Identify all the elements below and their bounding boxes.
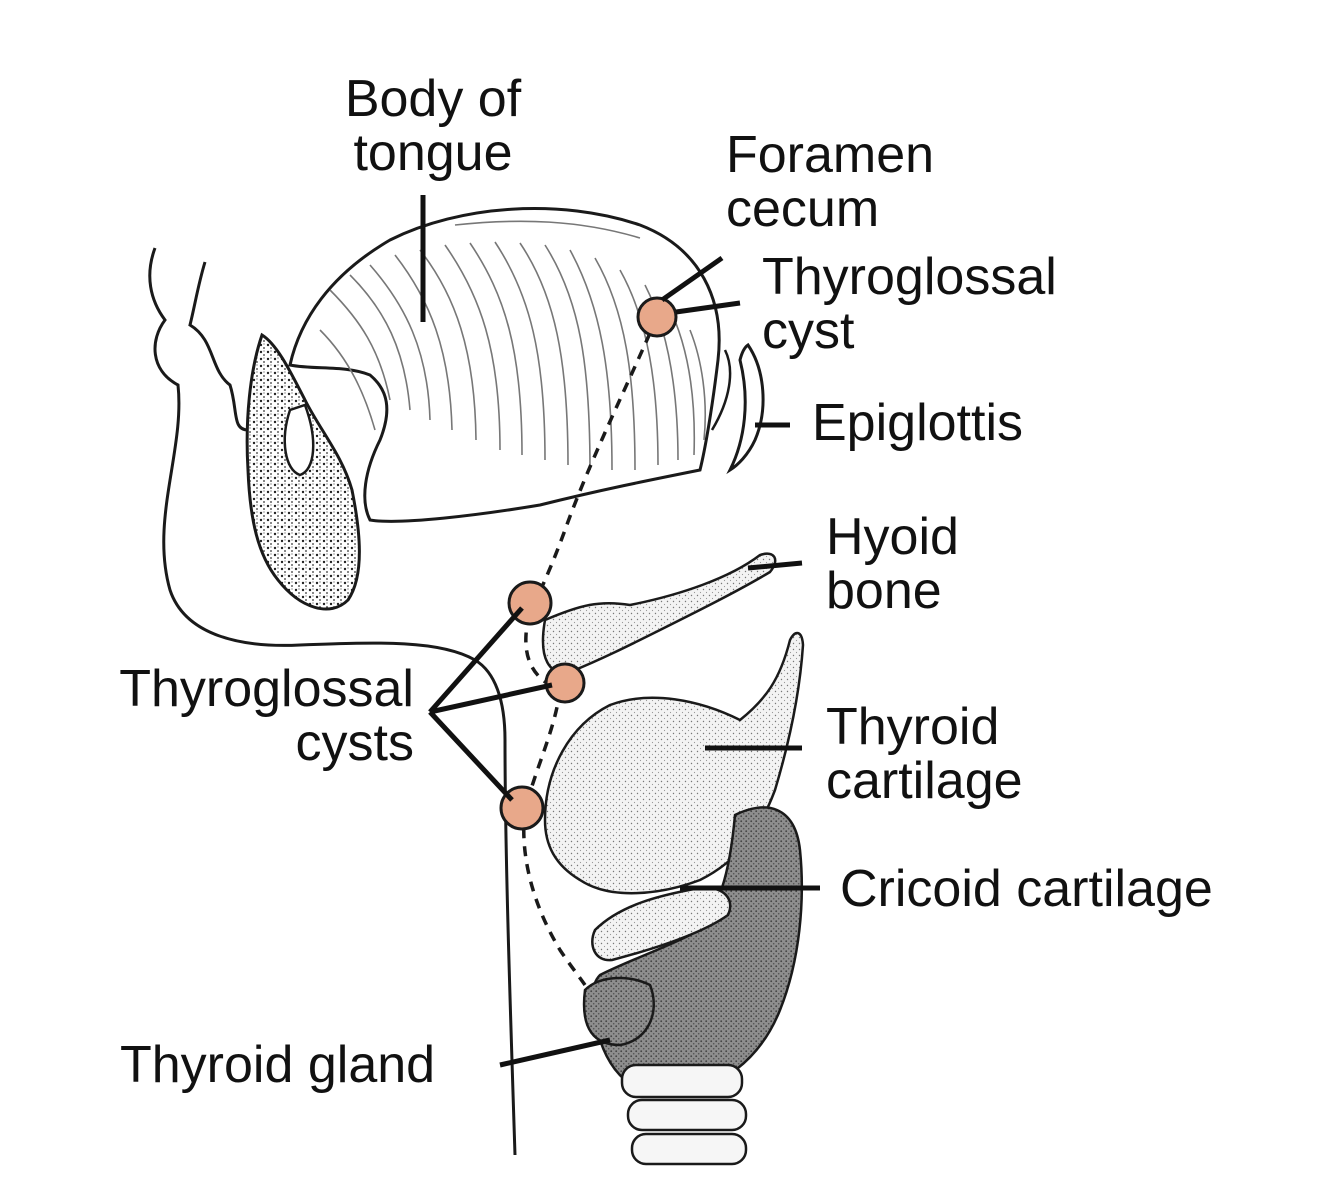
- label-body-of-tongue: Body of tongue: [318, 72, 548, 180]
- leader-foramen-cecum: [660, 255, 724, 303]
- label-body-of-tongue-line2: tongue: [353, 124, 513, 182]
- thyroid-isthmus: [582, 976, 655, 1047]
- label-thyroglossal-cysts: Thyroglossal cysts: [52, 662, 414, 770]
- label-thyroglossal-cyst-line2: cyst: [762, 302, 855, 360]
- tracheal-rings: [620, 1063, 748, 1166]
- label-cricoid-cartilage-text: Cricoid cartilage: [840, 860, 1213, 918]
- label-thyroglossal-cysts-line1: Thyroglossal: [119, 660, 414, 718]
- label-hyoid-bone-line2: bone: [826, 562, 942, 620]
- epiglottis-fold: [710, 349, 732, 431]
- label-thyroid-gland: Thyroid gland: [120, 1038, 435, 1092]
- label-thyroid-cartilage: Thyroid cartilage: [826, 700, 1023, 808]
- lip-outline: [188, 261, 249, 432]
- tongue-outline: [288, 207, 721, 523]
- label-thyroglossal-cyst: Thyroglossal cyst: [762, 250, 1057, 358]
- label-epiglottis-text: Epiglottis: [812, 394, 1023, 452]
- label-thyroid-cartilage-line1: Thyroid: [826, 698, 1000, 756]
- label-body-of-tongue-line1: Body of: [344, 70, 522, 128]
- label-thyroid-gland-text: Thyroid gland: [120, 1036, 436, 1094]
- label-hyoid-bone: Hyoid bone: [826, 510, 959, 618]
- label-hyoid-bone-line1: Hyoid: [826, 508, 959, 566]
- cyst-foramen: [636, 296, 678, 338]
- label-thyroglossal-cyst-line1: Thyroglossal: [762, 248, 1057, 306]
- leader-thyroglossal-cyst: [675, 300, 741, 315]
- cricoid-cartilage-shape: [591, 886, 732, 962]
- leader-cysts-upper: [428, 606, 524, 714]
- label-epiglottis: Epiglottis: [812, 396, 1023, 450]
- hyoid-bone-shape: [541, 552, 777, 674]
- leader-lines: [420, 195, 820, 1068]
- label-thyroid-cartilage-line2: cartilage: [826, 752, 1023, 810]
- epiglottis-shape: [726, 342, 765, 475]
- label-foramen-cecum-line1: Foramen: [726, 126, 935, 184]
- leader-hyoid-bone: [747, 560, 803, 571]
- label-foramen-cecum-line2: cecum: [726, 180, 880, 238]
- cysts: [499, 296, 678, 831]
- label-cricoid-cartilage: Cricoid cartilage: [840, 862, 1213, 916]
- lower-incisor: [283, 403, 315, 477]
- label-thyroglossal-cysts-line2: cysts: [295, 714, 414, 772]
- cyst-middle: [544, 662, 586, 704]
- leader-cysts-middle: [429, 682, 553, 715]
- leader-cysts-lower: [428, 710, 514, 802]
- leader-thyroid-gland: [499, 1037, 611, 1068]
- thyroglossal-tract: [522, 316, 659, 987]
- label-foramen-cecum: Foramen cecum: [726, 128, 934, 236]
